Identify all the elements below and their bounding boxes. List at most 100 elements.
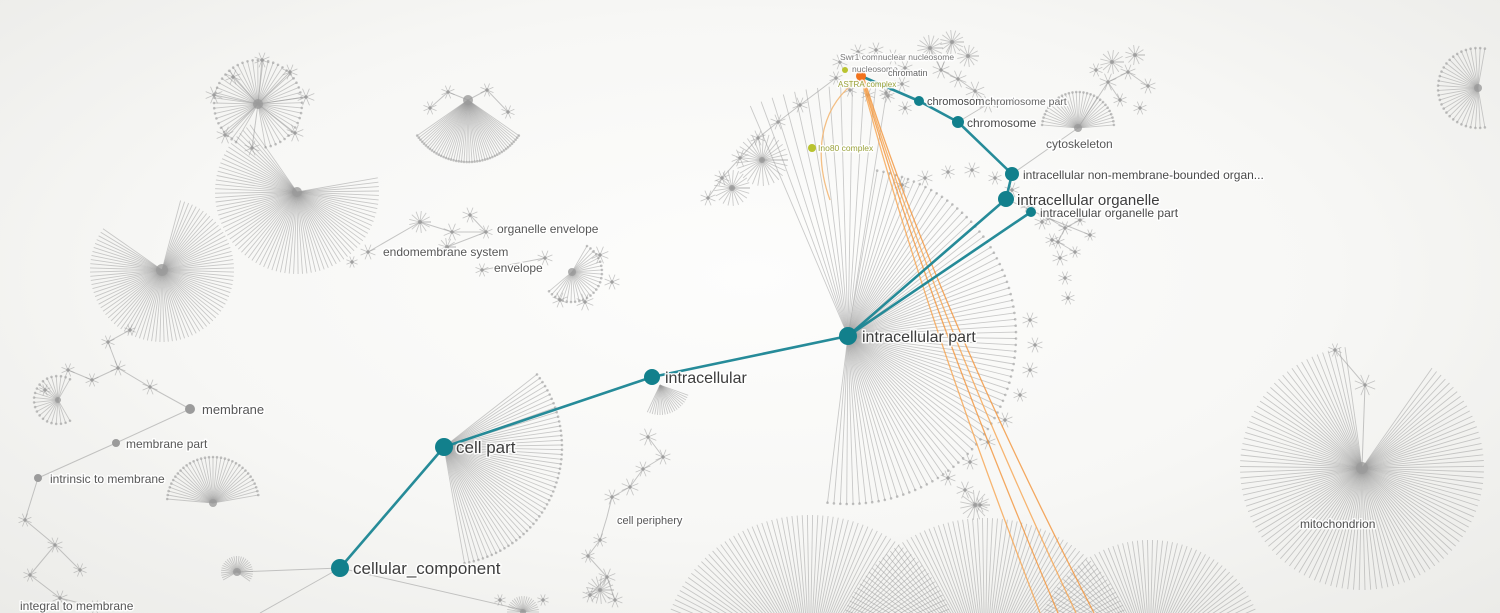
collapsed-cluster[interactable]: [214, 124, 380, 275]
node-intracellular-organelle[interactable]: [998, 191, 1014, 207]
cluster-center-node[interactable]: [209, 499, 217, 507]
mini-cluster[interactable]: [604, 274, 620, 290]
node-swr1-node[interactable]: [842, 67, 848, 73]
star-center-node[interactable]: [900, 82, 904, 86]
star-center-node[interactable]: [903, 66, 907, 70]
cluster-center-node[interactable]: [292, 187, 302, 197]
collapsed-cluster[interactable]: [165, 455, 260, 507]
mini-cluster[interactable]: [1022, 362, 1038, 378]
cluster-center-node[interactable]: [1110, 60, 1114, 64]
collapsed-cluster[interactable]: [1040, 90, 1116, 132]
mini-cluster[interactable]: [897, 60, 913, 76]
star-center-node[interactable]: [1063, 276, 1067, 280]
node-astra-node[interactable]: [848, 80, 854, 86]
mini-cluster[interactable]: [1089, 63, 1103, 77]
cluster-center-node[interactable]: [973, 503, 977, 507]
star-center-node[interactable]: [946, 170, 950, 174]
star-center-node[interactable]: [838, 60, 842, 64]
mini-cluster[interactable]: [898, 101, 912, 115]
star-center-node[interactable]: [963, 488, 967, 492]
node-cell-part[interactable]: [435, 438, 453, 456]
mini-cluster[interactable]: [475, 263, 489, 277]
collapsed-cluster[interactable]: [507, 596, 539, 613]
collapsed-cluster[interactable]: [89, 200, 235, 343]
collapsed-cluster[interactable]: [714, 170, 750, 206]
star-center-node[interactable]: [1028, 318, 1032, 322]
mini-cluster[interactable]: [286, 124, 304, 142]
star-center-node[interactable]: [874, 48, 878, 52]
mini-cluster[interactable]: [868, 42, 884, 58]
collapsed-cluster[interactable]: [1436, 46, 1487, 130]
mini-cluster[interactable]: [216, 126, 234, 144]
cluster-center-node[interactable]: [966, 54, 970, 58]
mini-cluster[interactable]: [1069, 246, 1081, 258]
node-nucleosome-node[interactable]: [856, 71, 866, 81]
mini-cluster[interactable]: [885, 49, 901, 65]
star-center-node[interactable]: [1138, 106, 1142, 110]
star-center-node[interactable]: [1040, 220, 1044, 224]
mini-cluster[interactable]: [639, 428, 657, 446]
collapsed-cluster[interactable]: [547, 244, 604, 304]
cluster-center-node[interactable]: [1133, 53, 1137, 57]
node-ino80-node[interactable]: [808, 144, 816, 152]
star-center-node[interactable]: [498, 598, 502, 602]
mini-cluster[interactable]: [750, 130, 766, 146]
mini-cluster[interactable]: [1027, 337, 1043, 353]
star-center-node[interactable]: [891, 55, 895, 59]
collapsed-cluster[interactable]: [443, 373, 564, 565]
mini-cluster[interactable]: [1022, 312, 1038, 328]
mini-cluster[interactable]: [894, 76, 910, 92]
mini-cluster[interactable]: [591, 246, 609, 264]
node-intracellular-part[interactable]: [839, 327, 857, 345]
collapsed-cluster[interactable]: [826, 169, 1018, 506]
star-center-node[interactable]: [610, 280, 614, 284]
cluster-center-node[interactable]: [598, 588, 602, 592]
cluster-center-node[interactable]: [568, 268, 576, 276]
mini-cluster[interactable]: [297, 88, 315, 106]
collapsed-cluster[interactable]: [438, 238, 456, 256]
mini-cluster[interactable]: [1133, 101, 1147, 115]
star-center-node[interactable]: [848, 88, 852, 92]
mini-cluster[interactable]: [964, 162, 980, 178]
mini-cluster[interactable]: [537, 594, 549, 606]
collapsed-cluster[interactable]: [409, 211, 431, 233]
mini-cluster[interactable]: [39, 384, 51, 396]
mini-cluster[interactable]: [552, 292, 568, 308]
mini-cluster[interactable]: [850, 44, 866, 60]
mini-cluster[interactable]: [346, 256, 358, 268]
mini-cluster[interactable]: [124, 324, 136, 336]
star-center-node[interactable]: [558, 298, 562, 302]
collapsed-cluster[interactable]: [749, 85, 888, 337]
star-center-node[interactable]: [978, 503, 982, 507]
mini-cluster[interactable]: [1004, 182, 1020, 198]
cluster-center-node[interactable]: [156, 264, 168, 276]
collapsed-cluster[interactable]: [940, 30, 964, 54]
star-center-node[interactable]: [598, 253, 602, 257]
star-center-node[interactable]: [43, 388, 47, 392]
star-center-node[interactable]: [541, 598, 545, 602]
collapsed-cluster[interactable]: [212, 58, 304, 149]
collapsed-cluster[interactable]: [663, 514, 956, 613]
collapsed-cluster[interactable]: [646, 384, 689, 415]
mini-cluster[interactable]: [1061, 291, 1075, 305]
mini-cluster[interactable]: [1058, 271, 1072, 285]
mini-cluster[interactable]: [1074, 214, 1086, 226]
collapsed-cluster[interactable]: [32, 374, 72, 426]
node-membrane-part[interactable]: [112, 439, 120, 447]
star-center-node[interactable]: [903, 106, 907, 110]
mini-cluster[interactable]: [494, 594, 506, 606]
collapsed-cluster[interactable]: [1239, 347, 1485, 591]
cluster-center-node[interactable]: [55, 397, 61, 403]
collapsed-cluster[interactable]: [736, 133, 788, 187]
star-center-node[interactable]: [946, 476, 950, 480]
star-center-node[interactable]: [583, 300, 587, 304]
star-center-node[interactable]: [923, 176, 927, 180]
node-intracellular-organelle-part[interactable]: [1026, 207, 1036, 217]
mini-cluster[interactable]: [1052, 250, 1068, 266]
cluster-center-node[interactable]: [1474, 84, 1482, 92]
star-center-node[interactable]: [1018, 393, 1022, 397]
mini-cluster[interactable]: [881, 89, 895, 103]
star-center-node[interactable]: [1094, 68, 1098, 72]
star-center-node[interactable]: [1026, 203, 1030, 207]
